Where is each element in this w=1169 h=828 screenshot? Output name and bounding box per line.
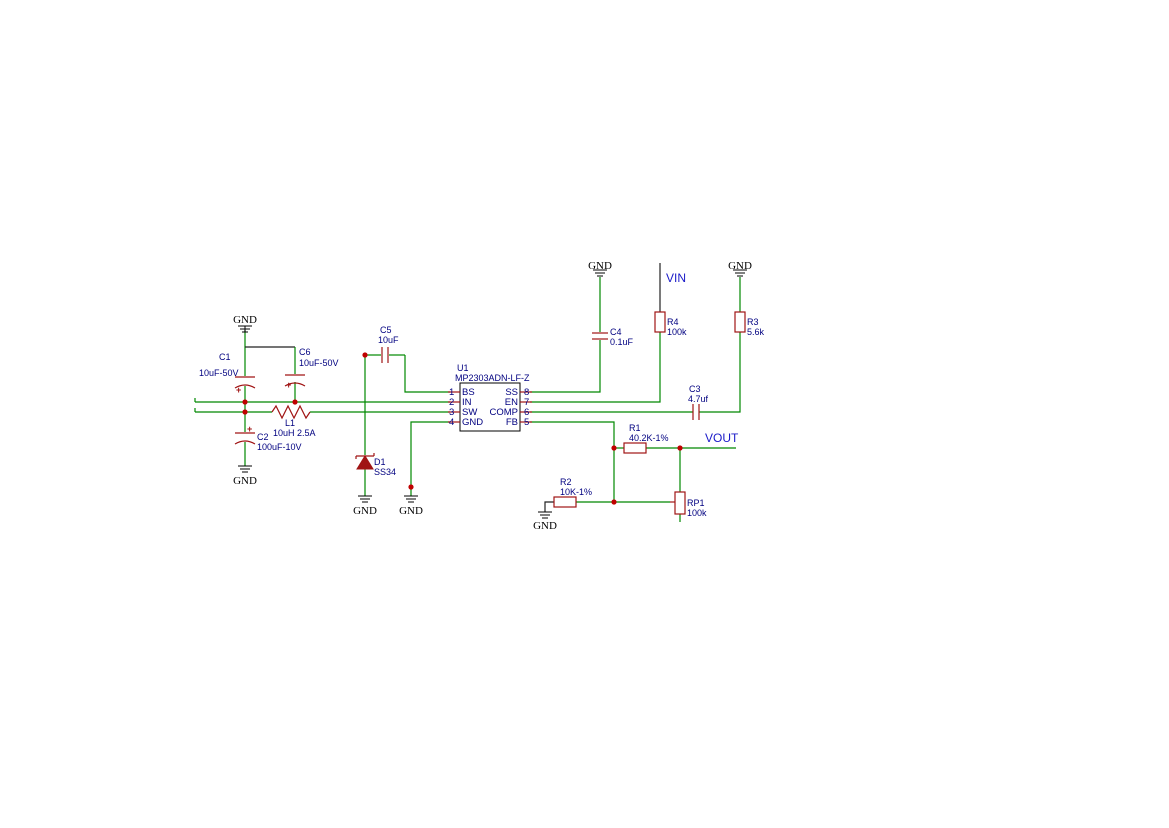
c3-ref: C3 bbox=[689, 384, 701, 394]
wire-ss bbox=[530, 340, 601, 393]
r2-ref: R2 bbox=[560, 477, 572, 487]
polarity-mark: + bbox=[247, 424, 252, 434]
c2-ref: C2 bbox=[257, 432, 269, 442]
c3-value: 4.7uf bbox=[688, 394, 709, 404]
wire-bs bbox=[404, 355, 450, 393]
c2-value: 100uF-10V bbox=[257, 442, 302, 452]
junction bbox=[677, 445, 683, 451]
u1-pin-name: EN bbox=[505, 397, 518, 408]
resistor-r1: R1 40.2K-1% bbox=[623, 423, 669, 454]
gnd-label: GND bbox=[728, 260, 752, 272]
u1-pin-num: 7 bbox=[524, 397, 529, 408]
capacitor-c3: C3 4.7uf bbox=[688, 384, 709, 420]
r3-ref: R3 bbox=[747, 317, 759, 327]
u1-pin-name: BS bbox=[462, 387, 475, 398]
wire-c3-r3 bbox=[699, 332, 741, 413]
gnd-symbol-r3: GND bbox=[728, 260, 752, 277]
u1-ref: U1 bbox=[457, 363, 469, 373]
inductor-l1: L1 10uH 2.5A bbox=[271, 404, 316, 438]
gnd-label: GND bbox=[233, 314, 257, 326]
l1-value: 10uH 2.5A bbox=[273, 428, 316, 438]
r1-ref: R1 bbox=[629, 423, 641, 433]
ic-u1: U1 MP2303ADN-LF-Z 1 2 3 4 BS IN SW GND 8… bbox=[448, 363, 532, 432]
junction bbox=[292, 399, 298, 405]
u1-pin-name: SS bbox=[505, 387, 518, 398]
junctions bbox=[242, 352, 683, 505]
c5-ref: C5 bbox=[380, 325, 392, 335]
u1-pin-num: 2 bbox=[449, 397, 454, 408]
wires bbox=[194, 263, 741, 522]
wire-r2-gnd bbox=[544, 501, 554, 512]
gnd-label: GND bbox=[399, 505, 423, 517]
c5-value: 10uF bbox=[378, 335, 399, 345]
diode-d1: D1 SS34 bbox=[355, 453, 396, 477]
rp1-ref: RP1 bbox=[687, 498, 705, 508]
capacitor-c6: + C6 10uF-50V bbox=[284, 347, 339, 390]
wire-fb bbox=[530, 421, 615, 502]
gnd-symbol-d1: GND bbox=[353, 495, 377, 517]
capacitor-c5: C5 10uF bbox=[378, 325, 399, 363]
junction bbox=[408, 484, 414, 490]
d1-ref: D1 bbox=[374, 457, 386, 467]
net-label-vin: VIN bbox=[666, 271, 686, 285]
gnd-label: GND bbox=[588, 260, 612, 272]
ic-u1-body bbox=[459, 382, 521, 432]
u1-pin-name: SW bbox=[462, 407, 477, 418]
u1-pin-num: 8 bbox=[524, 387, 529, 398]
capacitor-c4: C4 0.1uF bbox=[592, 327, 634, 347]
u1-pin-name: GND bbox=[462, 417, 483, 428]
u1-pin-name: COMP bbox=[490, 407, 519, 418]
polarity-mark: + bbox=[286, 380, 291, 390]
wire-gnd-pin bbox=[410, 421, 450, 496]
r4-ref: R4 bbox=[667, 317, 679, 327]
gnd-symbol-u1: GND bbox=[399, 495, 423, 517]
r3-value: 5.6k bbox=[747, 327, 765, 337]
l1-ref: L1 bbox=[285, 418, 295, 428]
junction bbox=[242, 409, 248, 415]
capacitor-c2: + C2 100uF-10V bbox=[234, 424, 302, 452]
net-label-vout: VOUT bbox=[705, 431, 739, 445]
u1-pin-num: 1 bbox=[449, 387, 454, 398]
u1-pin-num: 3 bbox=[449, 407, 454, 418]
junction bbox=[362, 352, 368, 358]
u1-pin-num: 5 bbox=[524, 417, 529, 428]
gnd-symbol-c4: GND bbox=[588, 260, 612, 277]
junction bbox=[242, 399, 248, 405]
u1-pin-name: IN bbox=[462, 397, 472, 408]
resistor-r2: R2 10K-1% bbox=[553, 477, 592, 508]
polarity-mark: + bbox=[236, 385, 241, 395]
junction bbox=[611, 445, 617, 451]
capacitor-c1: + C1 10uF-50V bbox=[199, 352, 256, 395]
gnd-symbol-c1: GND bbox=[233, 314, 257, 333]
potentiometer-rp1: RP1 100k bbox=[670, 491, 707, 518]
gnd-label: GND bbox=[533, 520, 557, 532]
d1-value: SS34 bbox=[374, 467, 396, 477]
wire-en bbox=[530, 332, 661, 403]
u1-pin-name: FB bbox=[506, 417, 518, 428]
resistor-r4: R4 100k bbox=[654, 311, 687, 337]
u1-pin-num: 6 bbox=[524, 407, 529, 418]
c4-value: 0.1uF bbox=[610, 337, 634, 347]
c4-ref: C4 bbox=[610, 327, 622, 337]
r1-value: 40.2K-1% bbox=[629, 433, 669, 443]
rp1-value: 100k bbox=[687, 508, 707, 518]
c6-ref: C6 bbox=[299, 347, 311, 357]
c6-value: 10uF-50V bbox=[299, 358, 339, 368]
u1-value: MP2303ADN-LF-Z bbox=[455, 373, 530, 383]
r4-value: 100k bbox=[667, 327, 687, 337]
u1-pin-num: 4 bbox=[449, 417, 454, 428]
r2-value: 10K-1% bbox=[560, 487, 592, 497]
c1-value: 10uF-50V bbox=[199, 368, 239, 378]
c1-ref: C1 bbox=[219, 352, 231, 362]
junction bbox=[611, 499, 617, 505]
gnd-symbol-r2: GND bbox=[533, 511, 557, 532]
gnd-label: GND bbox=[233, 475, 257, 487]
resistor-r3: R3 5.6k bbox=[734, 311, 765, 337]
gnd-symbol-c2: GND bbox=[233, 465, 257, 487]
gnd-label: GND bbox=[353, 505, 377, 517]
